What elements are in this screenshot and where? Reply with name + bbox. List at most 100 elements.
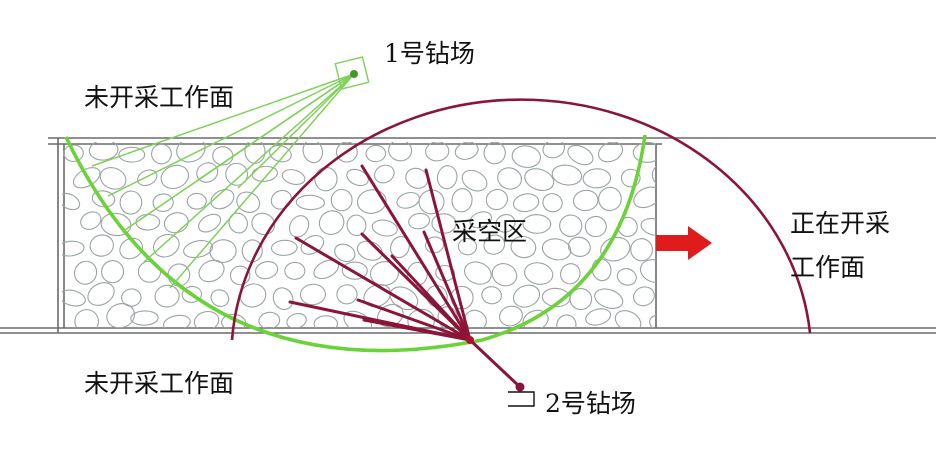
- rubble-stone: [73, 260, 98, 285]
- rubble-stone: [244, 142, 266, 164]
- rubble-stone: [186, 192, 207, 210]
- rubble-stone: [457, 238, 478, 256]
- rubble-stone: [229, 265, 251, 286]
- rubble-stone: [560, 263, 581, 285]
- drill-site-1-marker: [334, 56, 370, 90]
- rubble-stone: [483, 142, 506, 165]
- rubble-stone: [524, 168, 555, 192]
- rubble-stone: [272, 287, 294, 311]
- rubble-stone: [152, 193, 174, 212]
- rubble-stone: [512, 193, 540, 213]
- rubble-stone: [151, 143, 172, 165]
- rubble-stone: [281, 169, 306, 185]
- rubble-stone: [228, 212, 248, 234]
- rubble-stone: [299, 283, 326, 306]
- rubble-stone: [346, 214, 367, 237]
- rubble-stone: [88, 142, 119, 161]
- rubble-stone: [582, 168, 612, 189]
- rubble-stone: [288, 215, 310, 238]
- rubble-stone: [330, 188, 353, 212]
- rubble-stone: [418, 189, 445, 215]
- rubble-stone: [176, 142, 206, 163]
- rubble-stone: [91, 190, 116, 208]
- rubble-stone: [451, 188, 473, 213]
- rubble-stone: [119, 190, 143, 215]
- rubble-stone: [633, 286, 655, 307]
- rubble-stone: [542, 193, 563, 213]
- rubble-stone: [318, 210, 345, 235]
- rubble-stone: [408, 212, 431, 230]
- rubble-stone: [585, 308, 612, 326]
- active-face-label-line1: 正在开采: [790, 209, 890, 238]
- rubble-stone: [640, 218, 656, 236]
- rubble-stone: [183, 240, 213, 259]
- rubble-stone: [630, 238, 653, 262]
- rubble-stone: [284, 261, 306, 280]
- rubble-stone: [210, 289, 230, 307]
- rubble-stone: [510, 235, 537, 259]
- rubble-stone: [651, 164, 656, 186]
- rubble-stone: [436, 165, 458, 190]
- rubble-stone: [236, 191, 261, 213]
- rubble-stone: [425, 142, 450, 162]
- rubble-stone: [633, 186, 656, 209]
- rubble-stone: [567, 144, 594, 166]
- rubble-stone: [497, 167, 522, 190]
- rubble-stone: [614, 310, 642, 328]
- rubble-stone: [162, 314, 191, 328]
- goaf-rubble-texture: [62, 142, 656, 328]
- rubble-stone: [193, 310, 220, 328]
- rubble-stone: [152, 233, 180, 258]
- rubble-stone: [209, 239, 237, 263]
- rubble-stone: [498, 305, 523, 327]
- goaf-label: 采空区: [452, 217, 527, 246]
- rubble-stone: [251, 212, 276, 236]
- rubble-stone: [335, 142, 358, 163]
- rubble-stone: [62, 240, 85, 257]
- rubble-stone: [396, 191, 420, 209]
- rubble-stone: [121, 288, 142, 307]
- rubble-stone: [74, 309, 100, 328]
- rubble-stone: [286, 312, 307, 328]
- rubble-stone: [270, 239, 298, 256]
- rubble-stone: [649, 314, 656, 328]
- rubble-stone: [62, 192, 81, 211]
- rubble-stone: [495, 213, 516, 233]
- rubble-stone: [255, 261, 279, 280]
- rubble-stone: [198, 213, 222, 233]
- rubble-stone: [154, 284, 180, 308]
- rubble-stone: [469, 211, 492, 229]
- drill-site-2-boreholes: [288, 164, 522, 389]
- rubble-stone: [239, 283, 267, 308]
- rubble-stone: [314, 166, 338, 192]
- rubble-stone: [371, 219, 398, 237]
- rubble-stone: [336, 284, 358, 305]
- rubble-stone: [512, 284, 541, 308]
- rubble-stone: [551, 164, 583, 186]
- drill-site-1-label: 1号钻场: [384, 39, 475, 68]
- rubble-stone: [454, 142, 479, 160]
- rubble-stone: [163, 212, 189, 234]
- rubble-stone: [130, 310, 159, 326]
- rubble-stone: [89, 234, 114, 257]
- rubble-stone: [135, 213, 161, 231]
- rubble-stone: [365, 144, 387, 163]
- rubble-stone: [313, 315, 339, 328]
- rubble-stone: [483, 234, 506, 255]
- rubble-stone: [597, 142, 624, 163]
- rubble-stone: [106, 303, 135, 328]
- rubble-stone: [616, 268, 637, 286]
- rubble-stone: [511, 145, 542, 168]
- rubble-stone: [405, 167, 429, 189]
- rubble-stone: [346, 168, 369, 187]
- rubble-stone: [80, 211, 102, 230]
- rubble-stone: [556, 314, 577, 328]
- rubble-stone: [481, 286, 502, 305]
- rubble-stone: [390, 236, 410, 259]
- rubble-stone: [198, 259, 225, 283]
- rubble-stone: [160, 164, 190, 190]
- rubble-stone: [522, 214, 552, 234]
- rubble-stone: [594, 288, 624, 309]
- rubble-stone: [426, 285, 448, 308]
